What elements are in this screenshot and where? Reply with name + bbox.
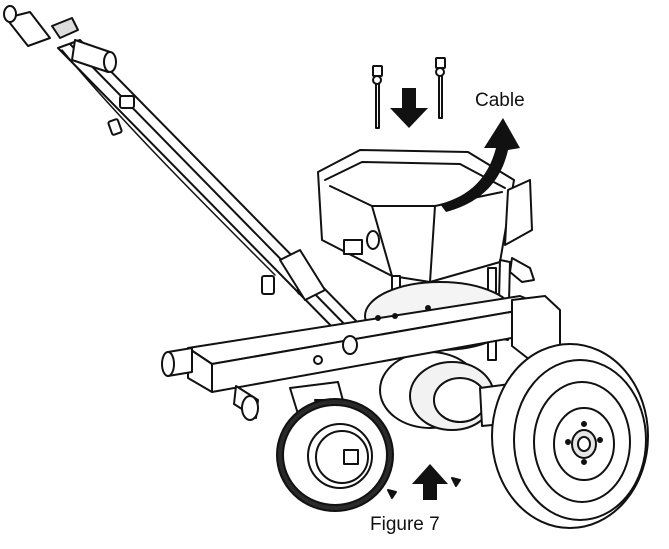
figure-caption: Figure 7 [370,514,440,535]
large-wheel [491,343,649,529]
mounting-bolts [372,57,446,129]
axle-housing [379,351,546,431]
side-pegs [161,347,259,421]
handle-assembly [3,5,366,341]
cable-curved-arrow-icon [440,118,520,212]
cable-label: Cable [475,90,525,111]
up-arrow-icon [412,464,448,500]
down-arrow-icon [390,88,428,128]
small-bolts [387,477,461,499]
hopper [317,149,535,283]
caster-wheel [276,381,394,512]
frame-crossbar [187,295,561,393]
